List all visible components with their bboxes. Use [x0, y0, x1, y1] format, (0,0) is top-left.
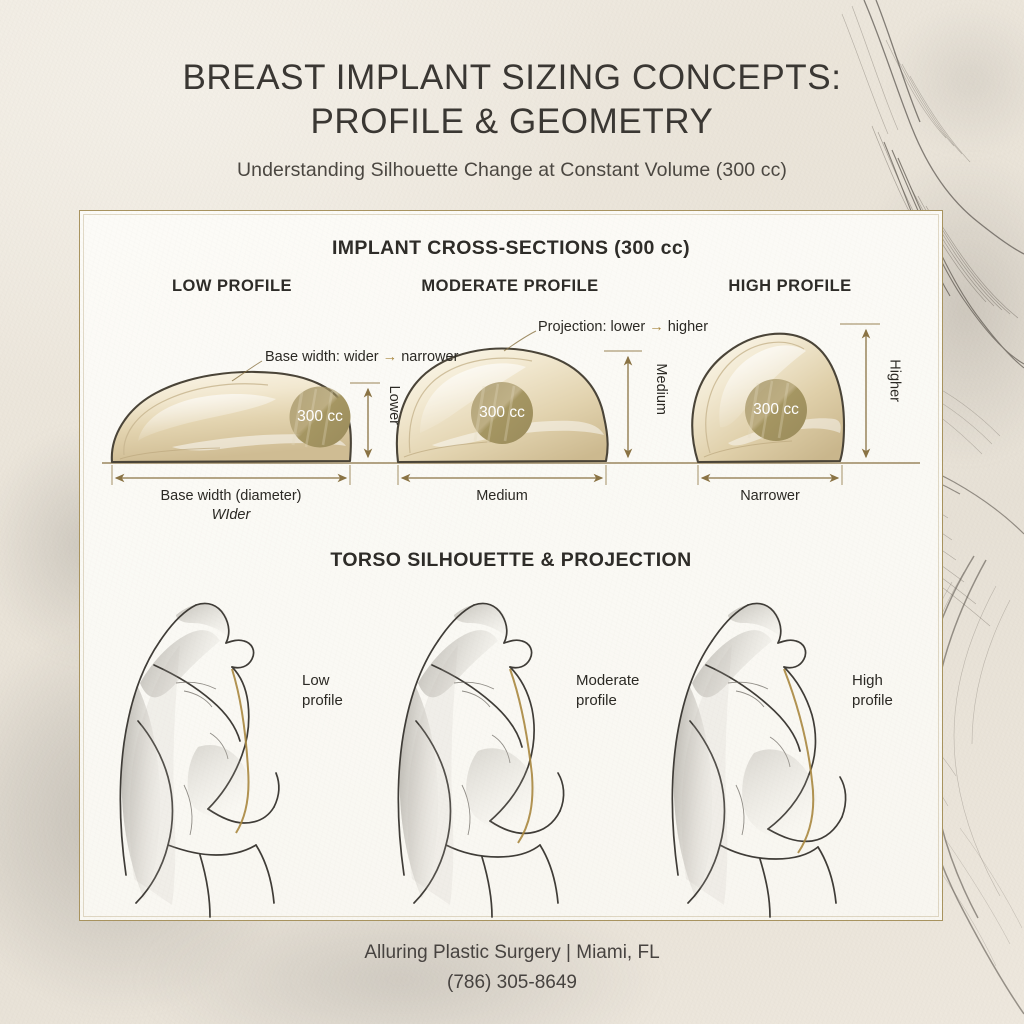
- torso-label-high-line1: High: [852, 672, 883, 689]
- projection-curve-high: [783, 668, 815, 854]
- implant-cross-section-moderate: [395, 347, 609, 464]
- implant-cross-section-high: [691, 332, 846, 464]
- torso-silhouette-low: [119, 602, 280, 918]
- background-neck-sketch-icon: [841, 0, 1024, 255]
- base-width-dimension-low: [111, 465, 351, 485]
- projection-label-high: Higher: [886, 359, 903, 402]
- title-line-1: BREAST IMPLANT SIZING CONCEPTS:: [182, 58, 842, 97]
- page-title: BREAST IMPLANT SIZING CONCEPTS: PROFILE …: [0, 56, 1024, 144]
- projection-dimension-low: [350, 382, 380, 459]
- annotation-projection: Projection: lower → higher: [538, 319, 709, 335]
- torso-silhouette-high: [671, 602, 847, 918]
- base-width-label-low: Base width (diameter): [160, 488, 302, 504]
- cross-sections-heading: IMPLANT CROSS-SECTIONS (300 cc): [331, 237, 691, 259]
- header: BREAST IMPLANT SIZING CONCEPTS: PROFILE …: [0, 0, 1024, 182]
- footer-practice-line: Alluring Plastic Surgery | Miami, FL: [364, 942, 660, 963]
- projection-label-low: Lower: [385, 385, 402, 426]
- cross-sections-stage: 300 cc 300 cc 300 cc Base width: wider →…: [80, 269, 944, 549]
- footer-phone-line: (786) 305-8649: [447, 972, 577, 993]
- volume-badge-moderate: [471, 382, 533, 444]
- page-subtitle: Understanding Silhouette Change at Const…: [236, 159, 788, 181]
- volume-badge-label-moderate: 300 cc: [479, 404, 525, 421]
- projection-curve-low: [231, 668, 250, 834]
- volume-badge-label-low: 300 cc: [297, 408, 343, 425]
- projection-dimension-high: [840, 323, 880, 459]
- torso-label-low-line1: Low: [302, 672, 330, 689]
- implant-cross-section-low: [110, 370, 352, 464]
- volume-badge-high: [745, 379, 807, 441]
- leader-line-base-width: [231, 360, 263, 382]
- torso-label-moderate: Moderate profile: [576, 671, 639, 711]
- cross-section-heading-high: HIGH PROFILE: [728, 277, 852, 295]
- torso-label-moderate-line1: Moderate: [576, 672, 640, 689]
- torso-label-high-line2: profile: [852, 692, 893, 709]
- projection-label-moderate: Medium: [652, 363, 669, 415]
- volume-badge-label-high: 300 cc: [753, 401, 799, 418]
- arrow-glyph-icon: →: [649, 319, 664, 335]
- torso-stage: Low profile Moderate profile High profil…: [80, 579, 944, 919]
- cross-section-heading-low: LOW PROFILE: [171, 277, 293, 295]
- arrow-glyph-icon: →: [382, 349, 398, 365]
- torso-label-low-line2: profile: [302, 692, 343, 709]
- projection-curve-moderate: [509, 668, 534, 844]
- title-line-2: PROFILE & GEOMETRY: [310, 102, 714, 141]
- leader-line-projection: [503, 330, 537, 352]
- torso-label-low: Low profile: [302, 671, 343, 711]
- torso-label-moderate-line2: profile: [576, 692, 617, 709]
- torso-silhouette-moderate: [397, 602, 565, 918]
- torso-label-high: High profile: [852, 671, 893, 711]
- base-width-label-moderate: Medium: [476, 488, 528, 504]
- projection-dimension-moderate: [604, 350, 642, 459]
- base-width-sublabel-low: WIder: [211, 507, 251, 523]
- footer: Alluring Plastic Surgery | Miami, FL (78…: [0, 938, 1024, 998]
- base-width-label-high: Narrower: [740, 488, 800, 504]
- cross-sections-diagram: [102, 323, 920, 485]
- main-panel: IMPLANT CROSS-SECTIONS (300 cc) LOW PROF…: [79, 210, 943, 921]
- torso-heading: TORSO SILHOUETTE & PROJECTION: [330, 549, 692, 571]
- torso-silhouettes-diagram: [119, 602, 847, 918]
- base-width-dimension-high: [697, 465, 843, 485]
- base-width-dimension-moderate: [397, 465, 607, 485]
- volume-badge-low: [289, 386, 351, 448]
- annotation-base-width: Base width: wider → narrower: [265, 349, 459, 365]
- cross-section-heading-moderate: MODERATE PROFILE: [421, 277, 599, 295]
